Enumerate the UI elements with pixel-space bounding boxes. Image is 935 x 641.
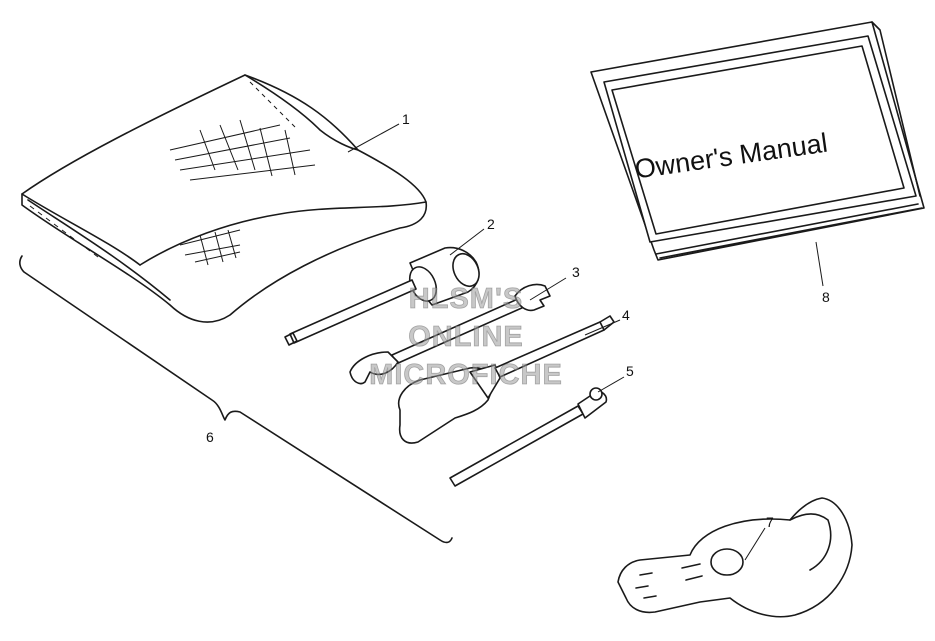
watermark: HLSM'S ONLINE MICROFICHE [369,283,563,392]
tool-pouch [21,74,428,323]
callout-2: 2 [487,216,495,232]
callout-4: 4 [622,307,630,323]
open-end-wrench [349,283,551,385]
spanner-wrench [617,497,853,618]
callout-6: 6 [206,429,214,445]
screwdriver [398,315,615,444]
callout-3: 3 [572,264,580,280]
screwdriver-bit [449,387,608,487]
spark-plug-wrench [284,246,480,346]
callout-7: 7 [766,514,774,530]
watermark-line-2: ONLINE [408,321,524,353]
watermark-line-3: MICROFICHE [369,359,563,391]
leader-lines [347,123,824,561]
callout-8: 8 [822,289,830,305]
callout-5: 5 [626,363,634,379]
owners-manual: Owner's Manual [590,21,925,261]
watermark-line-1: HLSM'S [409,283,523,315]
tool-kit-group-bracket [19,255,453,544]
callout-1: 1 [402,111,410,127]
